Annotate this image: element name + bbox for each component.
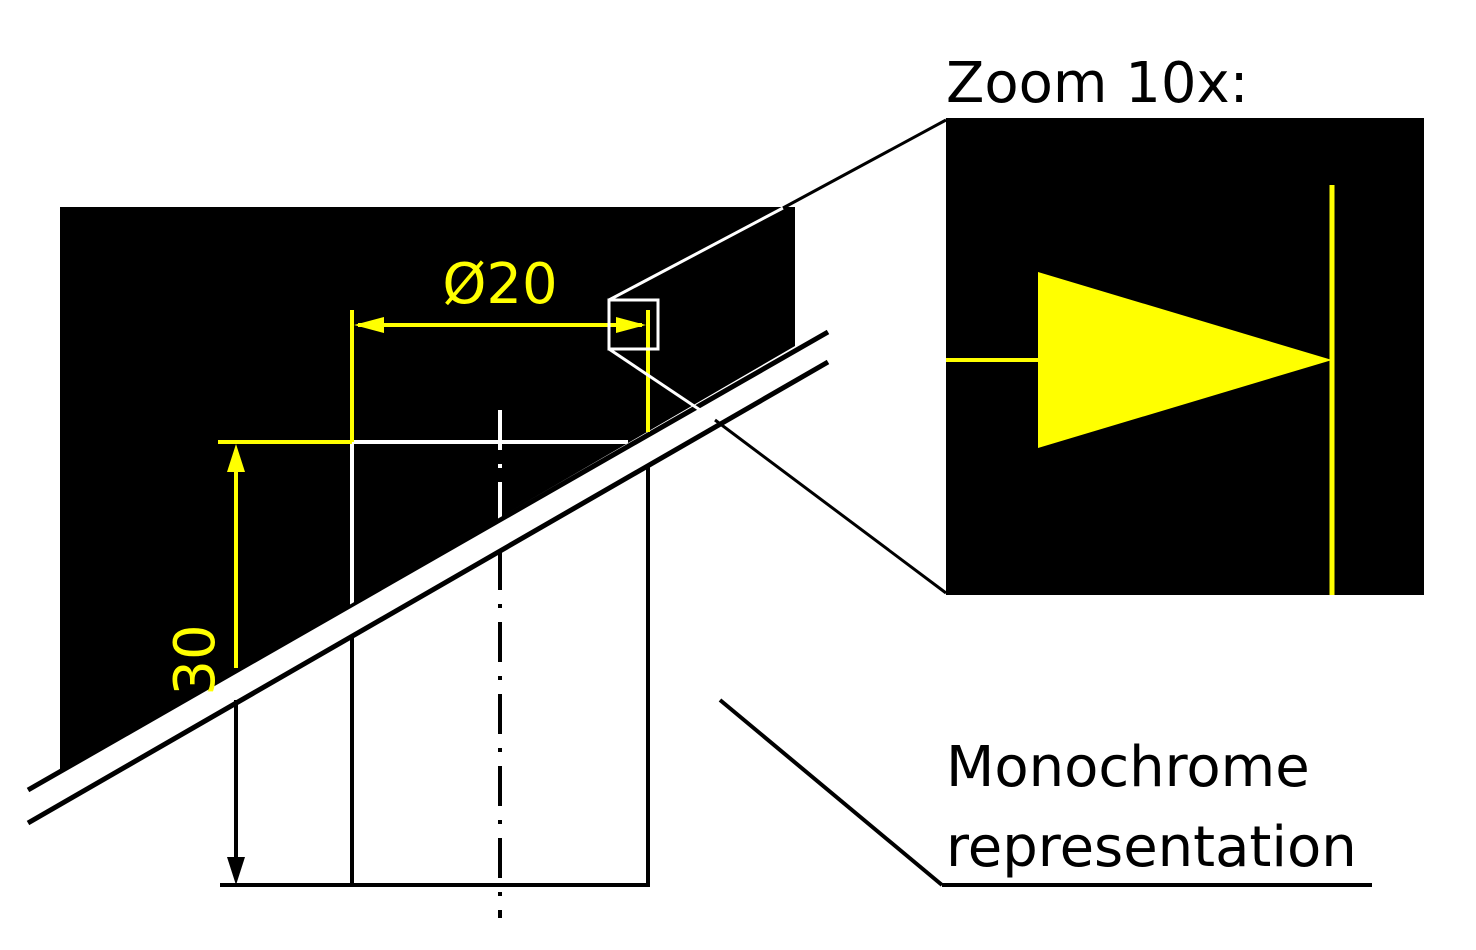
monochrome-label-line2: representation	[946, 815, 1357, 880]
zoom-leader-lower-black	[714, 418, 947, 595]
part-outline-dark-side	[350, 410, 628, 610]
zoom-leader-upper-white	[608, 206, 784, 302]
monochrome-leader-diagonal	[718, 698, 944, 887]
height-label: 30	[163, 624, 228, 695]
part-outline-light-side	[220, 465, 650, 918]
zoom-inset	[946, 118, 1424, 595]
diameter-label: Ø20	[442, 252, 557, 317]
zoom-leader-upper-black	[782, 118, 947, 210]
dimension-annotations: Ø20 30	[163, 252, 650, 696]
zoom-label: Zoom 10x:	[946, 51, 1249, 116]
arrowhead-left	[354, 317, 384, 333]
zoom-region-marker	[607, 298, 660, 351]
zoom-arrowhead	[1038, 272, 1332, 448]
arrowhead-bottom	[227, 857, 245, 885]
break-line-lower	[26, 359, 830, 826]
arrowhead-top	[227, 444, 245, 472]
monochrome-label-line1: Monochrome	[946, 735, 1310, 800]
break-line-upper	[26, 329, 830, 793]
arrowhead-right	[616, 317, 646, 333]
zoom-leader-lower-white	[608, 347, 716, 422]
